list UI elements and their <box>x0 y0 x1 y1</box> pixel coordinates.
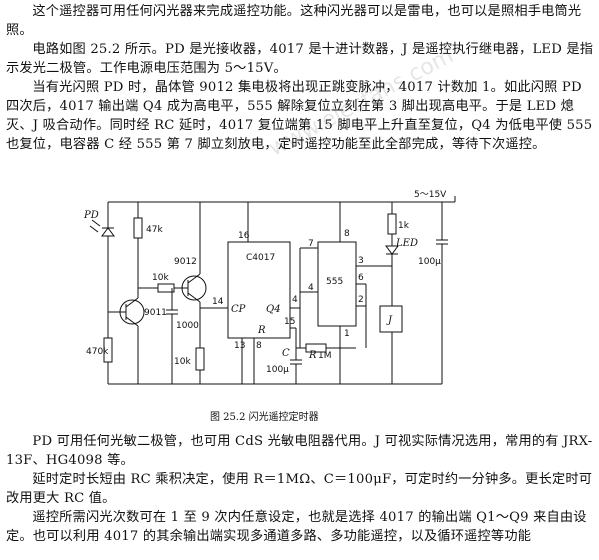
ic555-label: 555 <box>326 277 343 287</box>
pin-label: 15 <box>284 317 295 327</box>
pin-label: 2 <box>358 295 364 305</box>
r10k-a-label: 10k <box>152 273 169 283</box>
cap-c-label: C <box>282 348 290 359</box>
c100u-label: 100μ <box>418 257 441 267</box>
pd-label: PD <box>83 210 99 221</box>
pin-label: 1 <box>344 329 350 339</box>
cap-c-value: 100μ <box>266 365 289 375</box>
pin-label: 3 <box>358 256 364 266</box>
relay-j <box>379 305 403 333</box>
resistor-10k-b <box>195 347 205 371</box>
paragraph: 遥控所需闪光次数可在 1 至 9 次内任意设定，也就是选择 4017 的输出端 … <box>6 510 587 544</box>
led-label: LED <box>395 238 418 249</box>
c1000-label: 1000 <box>176 321 199 331</box>
res-r-label: R <box>308 350 317 361</box>
pin-label: 6 <box>358 273 364 283</box>
r47k-label: 47k <box>146 225 163 235</box>
body-text-top: 这个遥控器可用任何闪光器来完成遥控功能。这种闪光器可以是雷电，也可以是照相手电筒… <box>6 2 596 154</box>
paragraph: 这个遥控器可用任何闪光器来完成遥控功能。这种闪光器可以是雷电，也可以是照相手电筒… <box>6 4 582 38</box>
res-r-value: 1M <box>318 351 332 361</box>
relay-label: J <box>386 315 393 326</box>
circuit-schematic: 5～15V PD 9011 470k 47k 10k 9012 1000 10k… <box>83 190 456 423</box>
pin-label: 4 <box>308 283 314 293</box>
pin-label: 8 <box>344 229 350 239</box>
ic4017-label: C4017 <box>246 253 275 263</box>
r470k-label: 470k <box>86 347 109 357</box>
paragraph: 当有光闪照 PD 时，晶体管 9012 集电极将出现正跳变脉冲，4017 计数加… <box>6 80 593 152</box>
supply-label: 5～15V <box>414 190 447 200</box>
led-symbol <box>385 245 399 255</box>
body-text-bottom: PD 可用任何光敏二极管，也可用 CdS 光敏电阻器代用。J 可视实际情况选用，… <box>6 432 596 546</box>
ic-4017 <box>227 241 291 339</box>
pin-label: 7 <box>308 239 314 249</box>
pin-label: 13 <box>234 341 245 351</box>
reset-pin-label: R <box>257 325 266 336</box>
transistor-9012 <box>181 275 207 301</box>
t9011-label: 9011 <box>144 308 167 318</box>
paragraph: 延时定时长短由 RC 乘积决定，使用 R＝1MΩ、C＝100μF，可定时约一分钟… <box>6 472 593 506</box>
resistor-47k <box>133 217 143 239</box>
pin-label: 4 <box>292 295 298 305</box>
resistor-1k <box>387 213 397 235</box>
q4-label: Q4 <box>266 304 281 315</box>
paragraph: PD 可用任何光敏二极管，也可用 CdS 光敏电阻器代用。J 可视实际情况选用，… <box>6 434 593 468</box>
pin-label: 8 <box>256 341 262 351</box>
t9012-label: 9012 <box>174 257 197 267</box>
r1k-label: 1k <box>398 221 410 231</box>
cp-label: CP <box>231 304 246 315</box>
pin-label: 14 <box>212 297 224 307</box>
photodiode-symbol <box>101 227 115 237</box>
figure-caption: 图 25.2 闪光遥控定时器 <box>210 410 319 423</box>
paragraph: 电路如图 25.2 所示。PD 是光接收器，4017 是十进计数器，J 是遥控执… <box>6 42 594 76</box>
r10k-b-label: 10k <box>174 357 191 367</box>
pin-label: 16 <box>238 231 250 241</box>
